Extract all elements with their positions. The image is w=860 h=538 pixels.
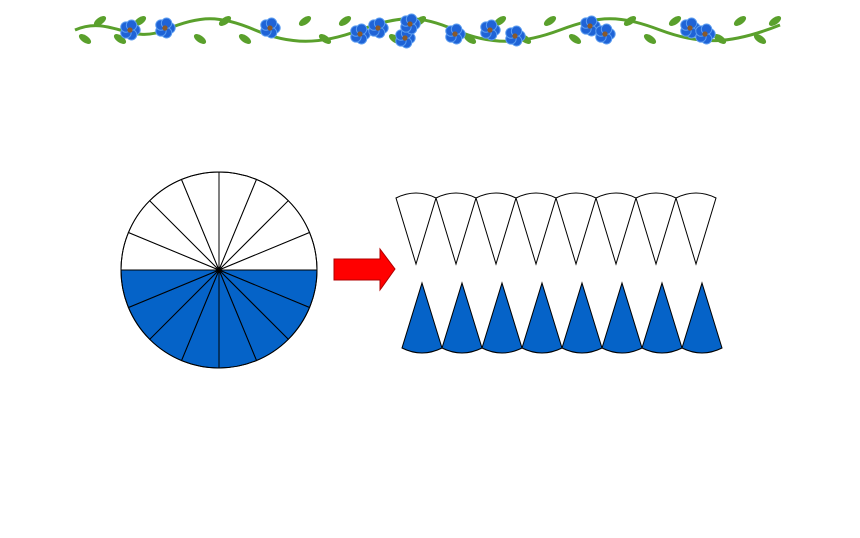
sector-white (435, 192, 477, 266)
flower-center (357, 31, 363, 37)
leaf (78, 34, 92, 44)
rearranged-sectors (395, 192, 723, 354)
leaf (713, 34, 727, 44)
flower (400, 13, 421, 35)
sector-blue (641, 281, 683, 354)
leaf (218, 16, 232, 26)
leaf (768, 16, 782, 26)
arrow-shape (333, 247, 396, 292)
sector-blue (561, 281, 603, 354)
sector-white (395, 192, 437, 266)
flower (445, 23, 466, 45)
sector-blue (481, 281, 523, 354)
leaf (298, 16, 312, 26)
flower-center (587, 23, 593, 29)
sector-blue (401, 281, 443, 354)
leaf (568, 34, 582, 44)
flower (695, 23, 716, 45)
leaf (93, 16, 107, 26)
sector-white (475, 192, 517, 266)
flower-center (127, 27, 133, 33)
flower-center (267, 25, 273, 31)
sector-white (515, 192, 557, 266)
flower-center (687, 25, 693, 31)
flower-vine-border (74, 13, 782, 49)
flower-center (407, 21, 413, 27)
sector-blue (681, 281, 723, 354)
flower-center (452, 31, 458, 37)
sector-white (555, 192, 597, 266)
leaf (338, 16, 352, 26)
flower-center (702, 31, 708, 37)
flower (120, 19, 141, 41)
leaf (753, 34, 767, 44)
leaf (668, 16, 682, 26)
flower (505, 25, 526, 47)
leaf (493, 16, 507, 26)
sector-blue (441, 281, 483, 354)
flower (350, 23, 371, 45)
leaf (193, 34, 207, 44)
flower-center (375, 25, 381, 31)
circle-outline (120, 171, 318, 369)
leaf (623, 16, 637, 26)
sector-white (635, 192, 677, 266)
leaf (133, 16, 147, 26)
sector-white (595, 192, 637, 266)
flower (595, 23, 616, 45)
right-arrow-icon (333, 247, 396, 292)
flower (155, 17, 176, 39)
flower-center (602, 31, 608, 37)
flower-center (162, 25, 168, 31)
flower (260, 17, 281, 39)
leaf (113, 34, 127, 44)
sector-circle (120, 171, 318, 369)
flower-center (512, 33, 518, 39)
leaf (543, 16, 557, 26)
flower (368, 17, 389, 39)
flower (680, 17, 701, 39)
flower-center (402, 35, 408, 41)
leaf (463, 34, 477, 44)
sector-blue (601, 281, 643, 354)
leaf (733, 16, 747, 26)
sector-white (675, 192, 717, 266)
flower (480, 19, 501, 41)
leaf (643, 34, 657, 44)
flower-center (487, 27, 493, 33)
leaf (318, 34, 332, 44)
sector-blue (521, 281, 563, 354)
leaf (238, 34, 252, 44)
